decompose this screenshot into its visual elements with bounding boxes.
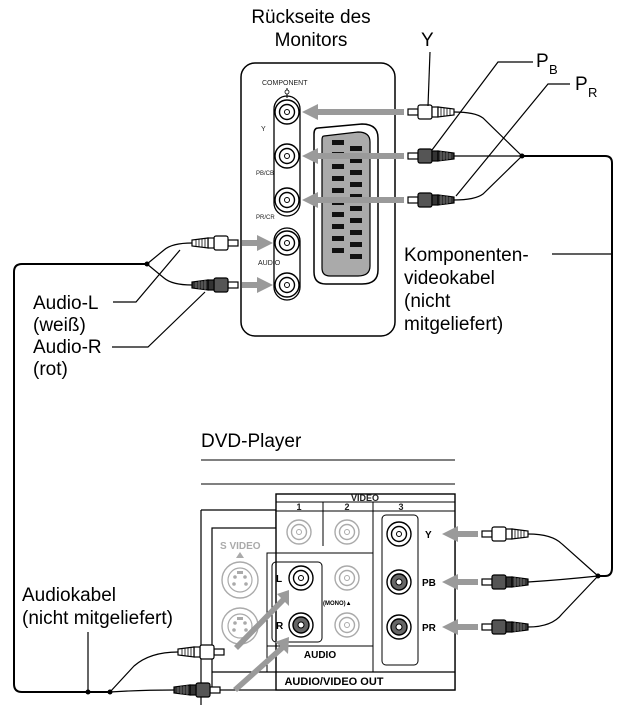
audio-cable <box>13 263 147 693</box>
dvd-pb-label: PB <box>422 578 436 589</box>
leader-audio-r <box>112 291 206 348</box>
component-cable <box>522 155 613 577</box>
monitor-pr-label: PR/CR <box>256 215 275 221</box>
arrow-y-monitor <box>302 104 404 120</box>
component-cable-label-4: mitgeliefert) <box>404 314 503 335</box>
monitor-y-jack[interactable] <box>274 99 300 125</box>
arrow-audio-r-monitor <box>242 277 273 293</box>
audio-cable-label-2: (nicht mitgeliefert) <box>22 608 173 629</box>
monitor-pb-label: PB/CB <box>256 171 274 177</box>
plug-audio-l-monitor <box>191 235 239 251</box>
audio-panel-header: AUDIO <box>304 650 336 661</box>
monitor-audio-label: AUDIO <box>258 260 281 267</box>
arrow-audio-l-monitor <box>242 235 273 251</box>
component-cable-label-3: (nicht <box>404 291 451 312</box>
s-video-arrow-icon <box>236 552 244 558</box>
monitor-audio-l-jack[interactable] <box>274 230 300 256</box>
component-cable-label-2: videokabel <box>404 268 495 289</box>
audio-video-out-label: AUDIO/VIDEO OUT <box>284 676 383 688</box>
plug-y-monitor <box>407 104 455 120</box>
dvd-pr-jack[interactable] <box>386 614 412 640</box>
col-2-label: 2 <box>344 502 349 512</box>
component-cable-bottom-fan <box>527 533 599 628</box>
col-1-label: 1 <box>296 502 301 512</box>
plug-pb-dvd <box>481 574 529 590</box>
dvd-pr-label: PR <box>422 623 437 634</box>
video-2-audio-r-jack[interactable] <box>334 612 360 638</box>
dvd-y-label: Y <box>425 530 432 541</box>
dvd-panel: VIDEO 1 2 3 Y PB PR S VIDEO <box>200 493 456 705</box>
monitor-audio-r-jack[interactable] <box>274 272 300 298</box>
arrow-y-dvd <box>442 526 478 542</box>
monitor-back-label-2: Monitors <box>275 30 348 51</box>
scart-connector <box>313 123 379 285</box>
leader-pb <box>431 61 533 151</box>
audio-r-panel-label: R <box>276 621 284 632</box>
audio-r-label-2: (rot) <box>33 359 68 380</box>
audio-r-label: Audio-R <box>33 337 102 358</box>
video-header: VIDEO <box>351 493 379 503</box>
component-cable-top-fan <box>453 111 523 201</box>
pr-label: P <box>575 74 588 95</box>
pr-label-sub: R <box>588 85 597 100</box>
plug-pb-monitor <box>407 148 455 164</box>
leader-audio-l <box>113 249 181 303</box>
dvd-y-jack[interactable] <box>386 521 412 547</box>
audio-l-panel-label: L <box>276 574 282 585</box>
audio-l-label: Audio-L <box>33 293 99 314</box>
dvd-audio-r-jack[interactable] <box>288 612 314 638</box>
pb-label: P <box>536 51 549 72</box>
audio-cable-top-fan <box>146 242 193 286</box>
s-video-2-jack[interactable] <box>221 607 259 645</box>
video-1-jack[interactable] <box>286 519 312 545</box>
audio-cable-label-1: Audiokabel <box>22 585 116 606</box>
y-label: Y <box>421 30 434 51</box>
plug-pr-monitor <box>407 192 455 208</box>
audio-cable-bottom-fan <box>109 651 179 693</box>
video-2-jack[interactable] <box>334 519 360 545</box>
plug-audio-r-monitor <box>191 277 239 293</box>
pb-label-sub: B <box>549 62 558 77</box>
monitor-pb-jack[interactable] <box>274 143 300 169</box>
arrow-pr-monitor <box>302 192 404 208</box>
monitor-back-label: Rückseite des <box>251 7 370 28</box>
audio-l-label-2: (weiß) <box>33 315 86 336</box>
monitor-component-label: COMPONENT <box>262 80 308 87</box>
arrow-audio-r-dvd <box>233 637 289 692</box>
video-2-audio-l-jack[interactable] <box>334 565 360 591</box>
dvd-audio-l-jack[interactable] <box>288 565 314 591</box>
arrow-pr-dvd <box>442 619 478 635</box>
s-video-label: S VIDEO <box>220 541 261 552</box>
mono-label: (MONO)▲ <box>323 601 352 607</box>
s-video-1-jack[interactable] <box>221 561 259 599</box>
col-3-label: 3 <box>398 502 403 512</box>
arrow-pb-monitor <box>302 148 404 164</box>
arrow-audio-l-dvd <box>234 590 289 650</box>
monitor-y-label: Y <box>261 126 266 133</box>
component-cable-label-1: Komponenten- <box>404 245 529 266</box>
dvd-player-label: DVD-Player <box>201 431 302 452</box>
plug-pr-dvd <box>481 619 529 635</box>
dvd-pb-jack[interactable] <box>386 569 412 595</box>
arrow-pb-dvd <box>442 574 478 590</box>
leader-y <box>427 51 431 107</box>
monitor-pr-jack[interactable] <box>274 187 300 213</box>
plug-y-dvd <box>481 526 529 542</box>
leader-pr <box>455 83 570 197</box>
